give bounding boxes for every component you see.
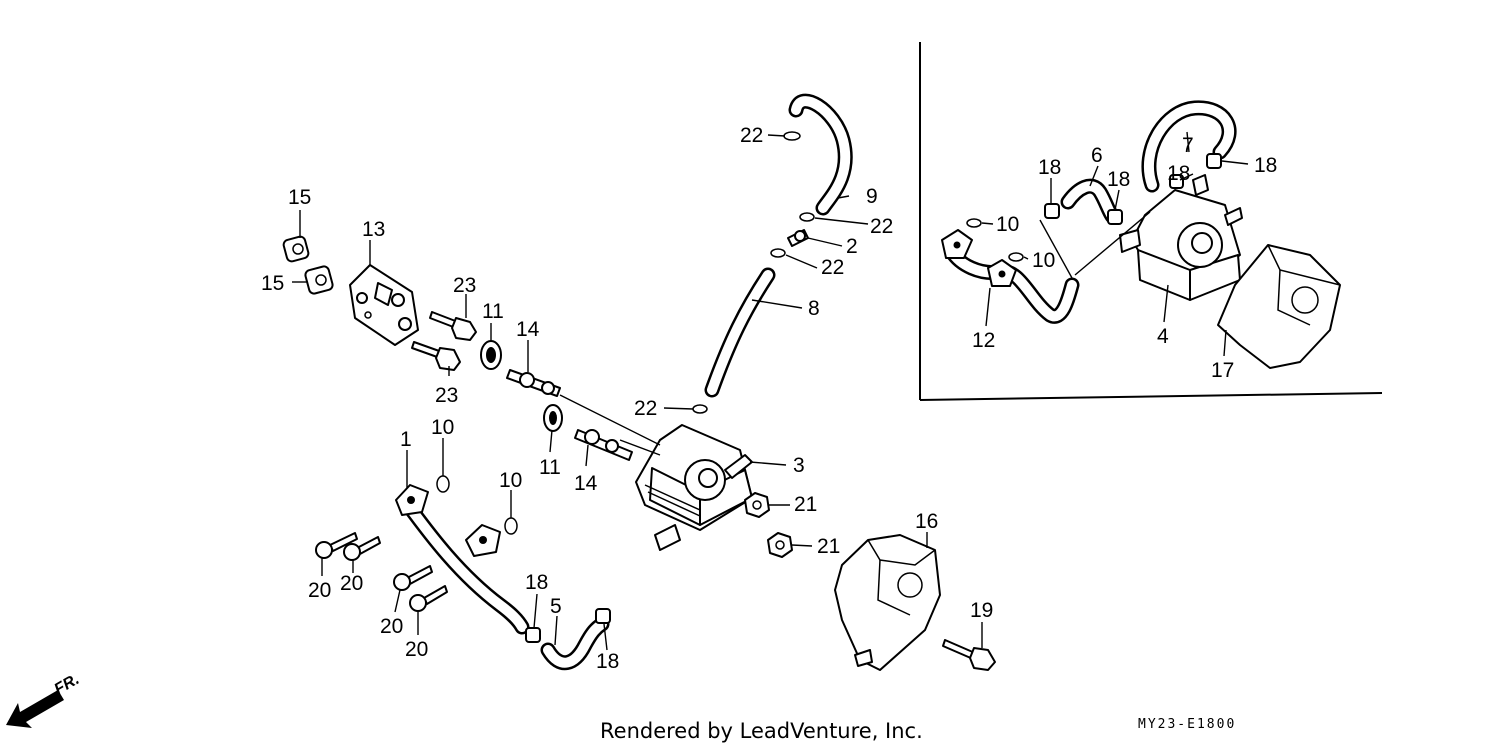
callout-18: 18 [1038,156,1061,179]
callout-19: 19 [970,599,993,622]
bolt-20-c [393,565,433,591]
leader-lines-main [292,134,983,651]
o-ring-10-c [966,218,982,228]
callout-20: 20 [308,579,331,602]
callout-9: 9 [866,185,878,208]
hose-joint-2 [787,229,809,247]
o-ring-10-d [1008,252,1024,262]
bolt-23-upper [429,311,477,341]
mounting-bracket-13 [349,264,419,346]
bolt-23-lower [411,341,461,371]
clip-22-a [783,131,801,141]
clamp-18-a [525,627,541,643]
callout-21: 21 [817,535,840,558]
clamp-18-f [1206,153,1222,169]
callout-20: 20 [340,572,363,595]
leader-lines-inset [981,131,1249,357]
fuel-pipe-1 [395,484,530,635]
callout-16: 16 [915,510,938,533]
clamp-18-e [1169,174,1184,189]
callout-22: 22 [634,397,657,420]
o-ring-10-b [504,517,518,535]
bolt-19 [942,639,996,671]
rubber-mount-15-upper [282,235,310,263]
callout-23: 23 [453,274,476,297]
clamp-18-b [595,608,611,624]
callout-11: 11 [539,456,561,479]
collar-14-lower [574,429,633,461]
callout-23: 23 [435,384,458,407]
callout-20: 20 [405,638,428,661]
callout-5: 5 [550,595,562,618]
callout-18: 18 [1254,154,1277,177]
fuel-pump-3 [635,424,753,551]
callout-6: 6 [1091,144,1103,167]
fuel-hose-8 [704,267,776,398]
figure-code: MY23-E1800 [1138,717,1236,732]
collar-14-upper [506,369,561,397]
grommet-11-upper [480,340,502,370]
callout-3: 3 [793,454,805,477]
callout-22: 22 [870,215,893,238]
callout-17: 17 [1211,359,1234,382]
callout-7: 7 [1182,134,1194,157]
inset-box [919,42,1383,401]
fuel-pipe-12 [941,229,1080,324]
nut-21-upper [744,492,770,518]
callout-18: 18 [1107,168,1130,191]
clip-22-c [770,248,786,258]
callout-18: 18 [1167,162,1190,185]
callout-13: 13 [362,218,385,241]
clamp-18-d [1107,209,1123,225]
front-direction-arrow: FR. [6,671,82,728]
callout-11: 11 [482,300,504,323]
clip-22-b [799,212,815,222]
callout-15: 15 [288,186,311,209]
rubber-mount-15-lower [304,265,334,295]
fuel-hose-6 [1060,178,1120,224]
callout-10: 10 [499,469,522,492]
callout-8: 8 [808,297,820,320]
fuel-hose-9 [788,93,853,216]
callout-20: 20 [380,615,403,638]
nut-21-lower [767,532,793,558]
fuel-hose-7 [1141,100,1237,193]
front-arrow-icon [6,690,64,728]
bolt-20-d [409,585,448,612]
callout-15: 15 [261,272,284,295]
callout-14: 14 [574,472,598,495]
bolt-20-b [343,536,381,561]
callout-10: 10 [1032,249,1055,272]
footer-credit: Rendered by LeadVenture, Inc. [600,719,923,743]
pump-cover-16 [834,534,941,671]
callout-numbers: 15 15 13 23 11 14 23 11 14 22 9 22 2 22 … [261,124,1277,673]
o-ring-10-a [436,475,450,493]
callout-14: 14 [516,318,540,341]
bolt-20-a [315,532,358,559]
callout-1: 1 [400,428,412,451]
callout-4: 4 [1157,325,1169,348]
callout-22: 22 [740,124,763,147]
callout-10: 10 [996,213,1019,236]
callout-18: 18 [596,650,619,673]
pump-cover-17 [1217,244,1341,369]
callout-10: 10 [431,416,454,439]
callout-22: 22 [821,256,844,279]
callout-12: 12 [972,329,995,352]
fuel-hose-5 [540,616,610,670]
fuel-pump-4 [1119,174,1243,301]
callout-21: 21 [794,493,817,516]
callout-18: 18 [525,571,548,594]
clip-22-d [692,404,708,414]
clamp-18-c [1044,203,1060,219]
grommet-11-lower [543,404,563,432]
callout-2: 2 [846,235,858,258]
